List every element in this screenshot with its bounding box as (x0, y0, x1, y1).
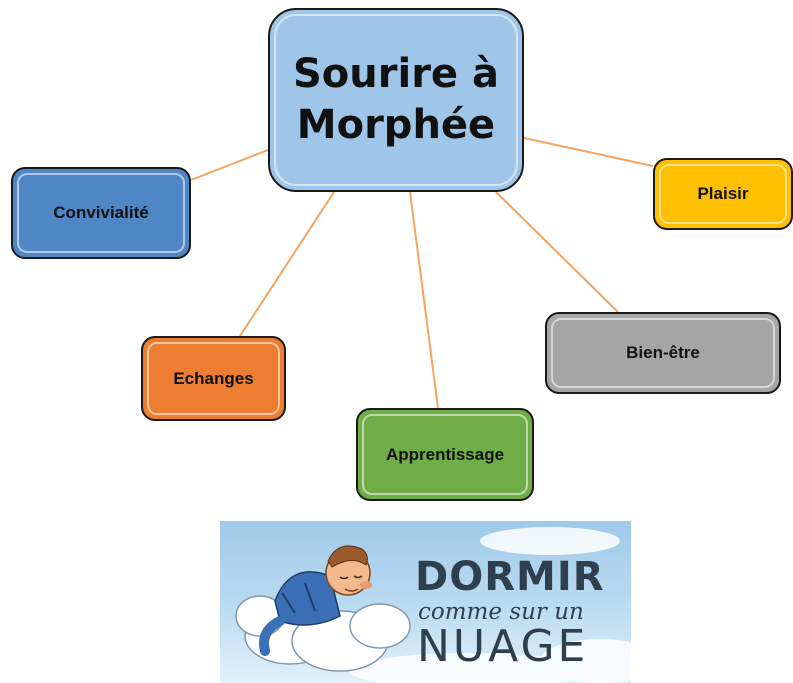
node-plaisir: Plaisir (653, 158, 793, 230)
node-bien-etre: Bien-être (545, 312, 781, 394)
cloud-sleeper-illustration (235, 527, 631, 683)
central-node-line-1: Sourire à (293, 50, 499, 97)
central-node-line-2: Morphée (296, 102, 496, 148)
connector-bien-etre (495, 191, 619, 313)
connector-echanges (239, 191, 335, 337)
node-echanges: Echanges (141, 336, 286, 421)
node-label: Bien-être (626, 343, 700, 362)
node-label: Echanges (173, 368, 254, 388)
banner-word: NUAGE (417, 621, 589, 672)
node-label: Convivialité (53, 203, 149, 222)
connector-convivialite (190, 149, 269, 181)
dormir-banner-image: DORMIR comme sur un NUAGE (220, 521, 631, 683)
banner-title: DORMIR (415, 554, 605, 600)
connector-plaisir (523, 137, 654, 167)
node-label: Apprentissage (385, 444, 505, 464)
connector-apprentissage (409, 191, 439, 409)
node-label: Plaisir (697, 184, 749, 203)
background-clouds-icon (350, 527, 631, 683)
node-apprentissage: Apprentissage (356, 408, 534, 501)
central-node: Sourire à Morphée (268, 8, 524, 192)
banner-subtitle: comme sur un (418, 599, 584, 625)
node-convivialite: Convivialité (11, 167, 191, 259)
sleeping-man-icon (259, 545, 372, 656)
